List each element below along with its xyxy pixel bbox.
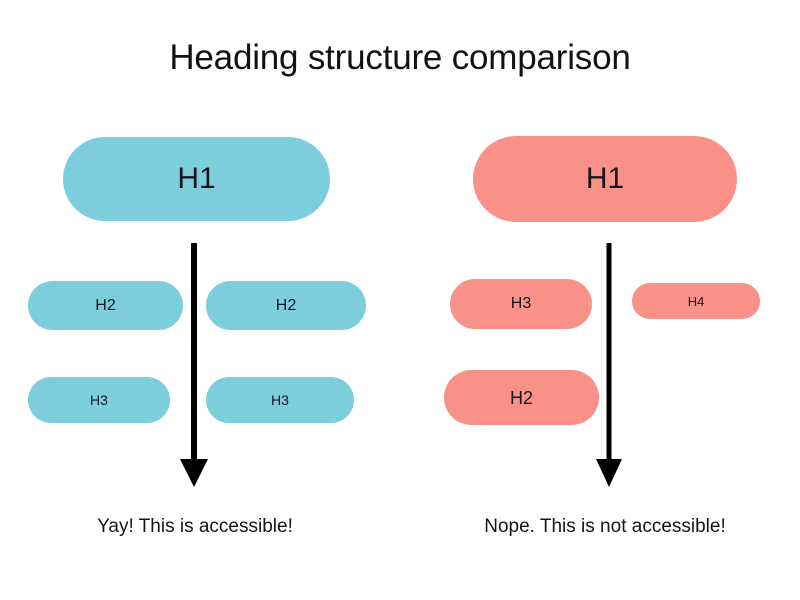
good-heading-label-h2-right: H2: [275, 296, 297, 314]
bad-heading-label-h2: H2: [509, 387, 533, 408]
bad-heading-pill-h3: H3: [450, 279, 592, 329]
bad-heading-pill-h4: H4: [632, 283, 760, 319]
good-column-caption: Yay! This is accessible!: [97, 516, 293, 537]
bad-heading-label-h1: H1: [585, 162, 625, 195]
good-heading-label-h3-left: H3: [90, 392, 108, 408]
good-heading-pill-h2-right: H2: [206, 281, 366, 330]
bad-heading-label-h3: H3: [510, 295, 532, 312]
bad-heading-pill-h2: H2: [444, 370, 599, 425]
bad-column-caption: Nope. This is not accessible!: [484, 516, 726, 537]
page-title: Heading structure comparison: [169, 38, 631, 77]
good-heading-pill-h3-left: H3: [28, 377, 170, 423]
bad-flow-down-arrow-icon: [596, 243, 622, 487]
bad-heading-pill-h1: H1: [473, 136, 737, 222]
good-heading-label-h2-left: H2: [95, 296, 116, 314]
good-heading-pill-h2-left: H2: [28, 281, 183, 330]
bad-heading-label-h4: H4: [687, 293, 705, 309]
good-heading-label-h1: H1: [177, 162, 216, 195]
good-flow-down-arrow-icon: [180, 243, 208, 487]
good-heading-label-h3-right: H3: [271, 392, 289, 408]
good-heading-pill-h3-right: H3: [206, 377, 354, 423]
good-heading-pill-h1: H1: [63, 137, 330, 221]
